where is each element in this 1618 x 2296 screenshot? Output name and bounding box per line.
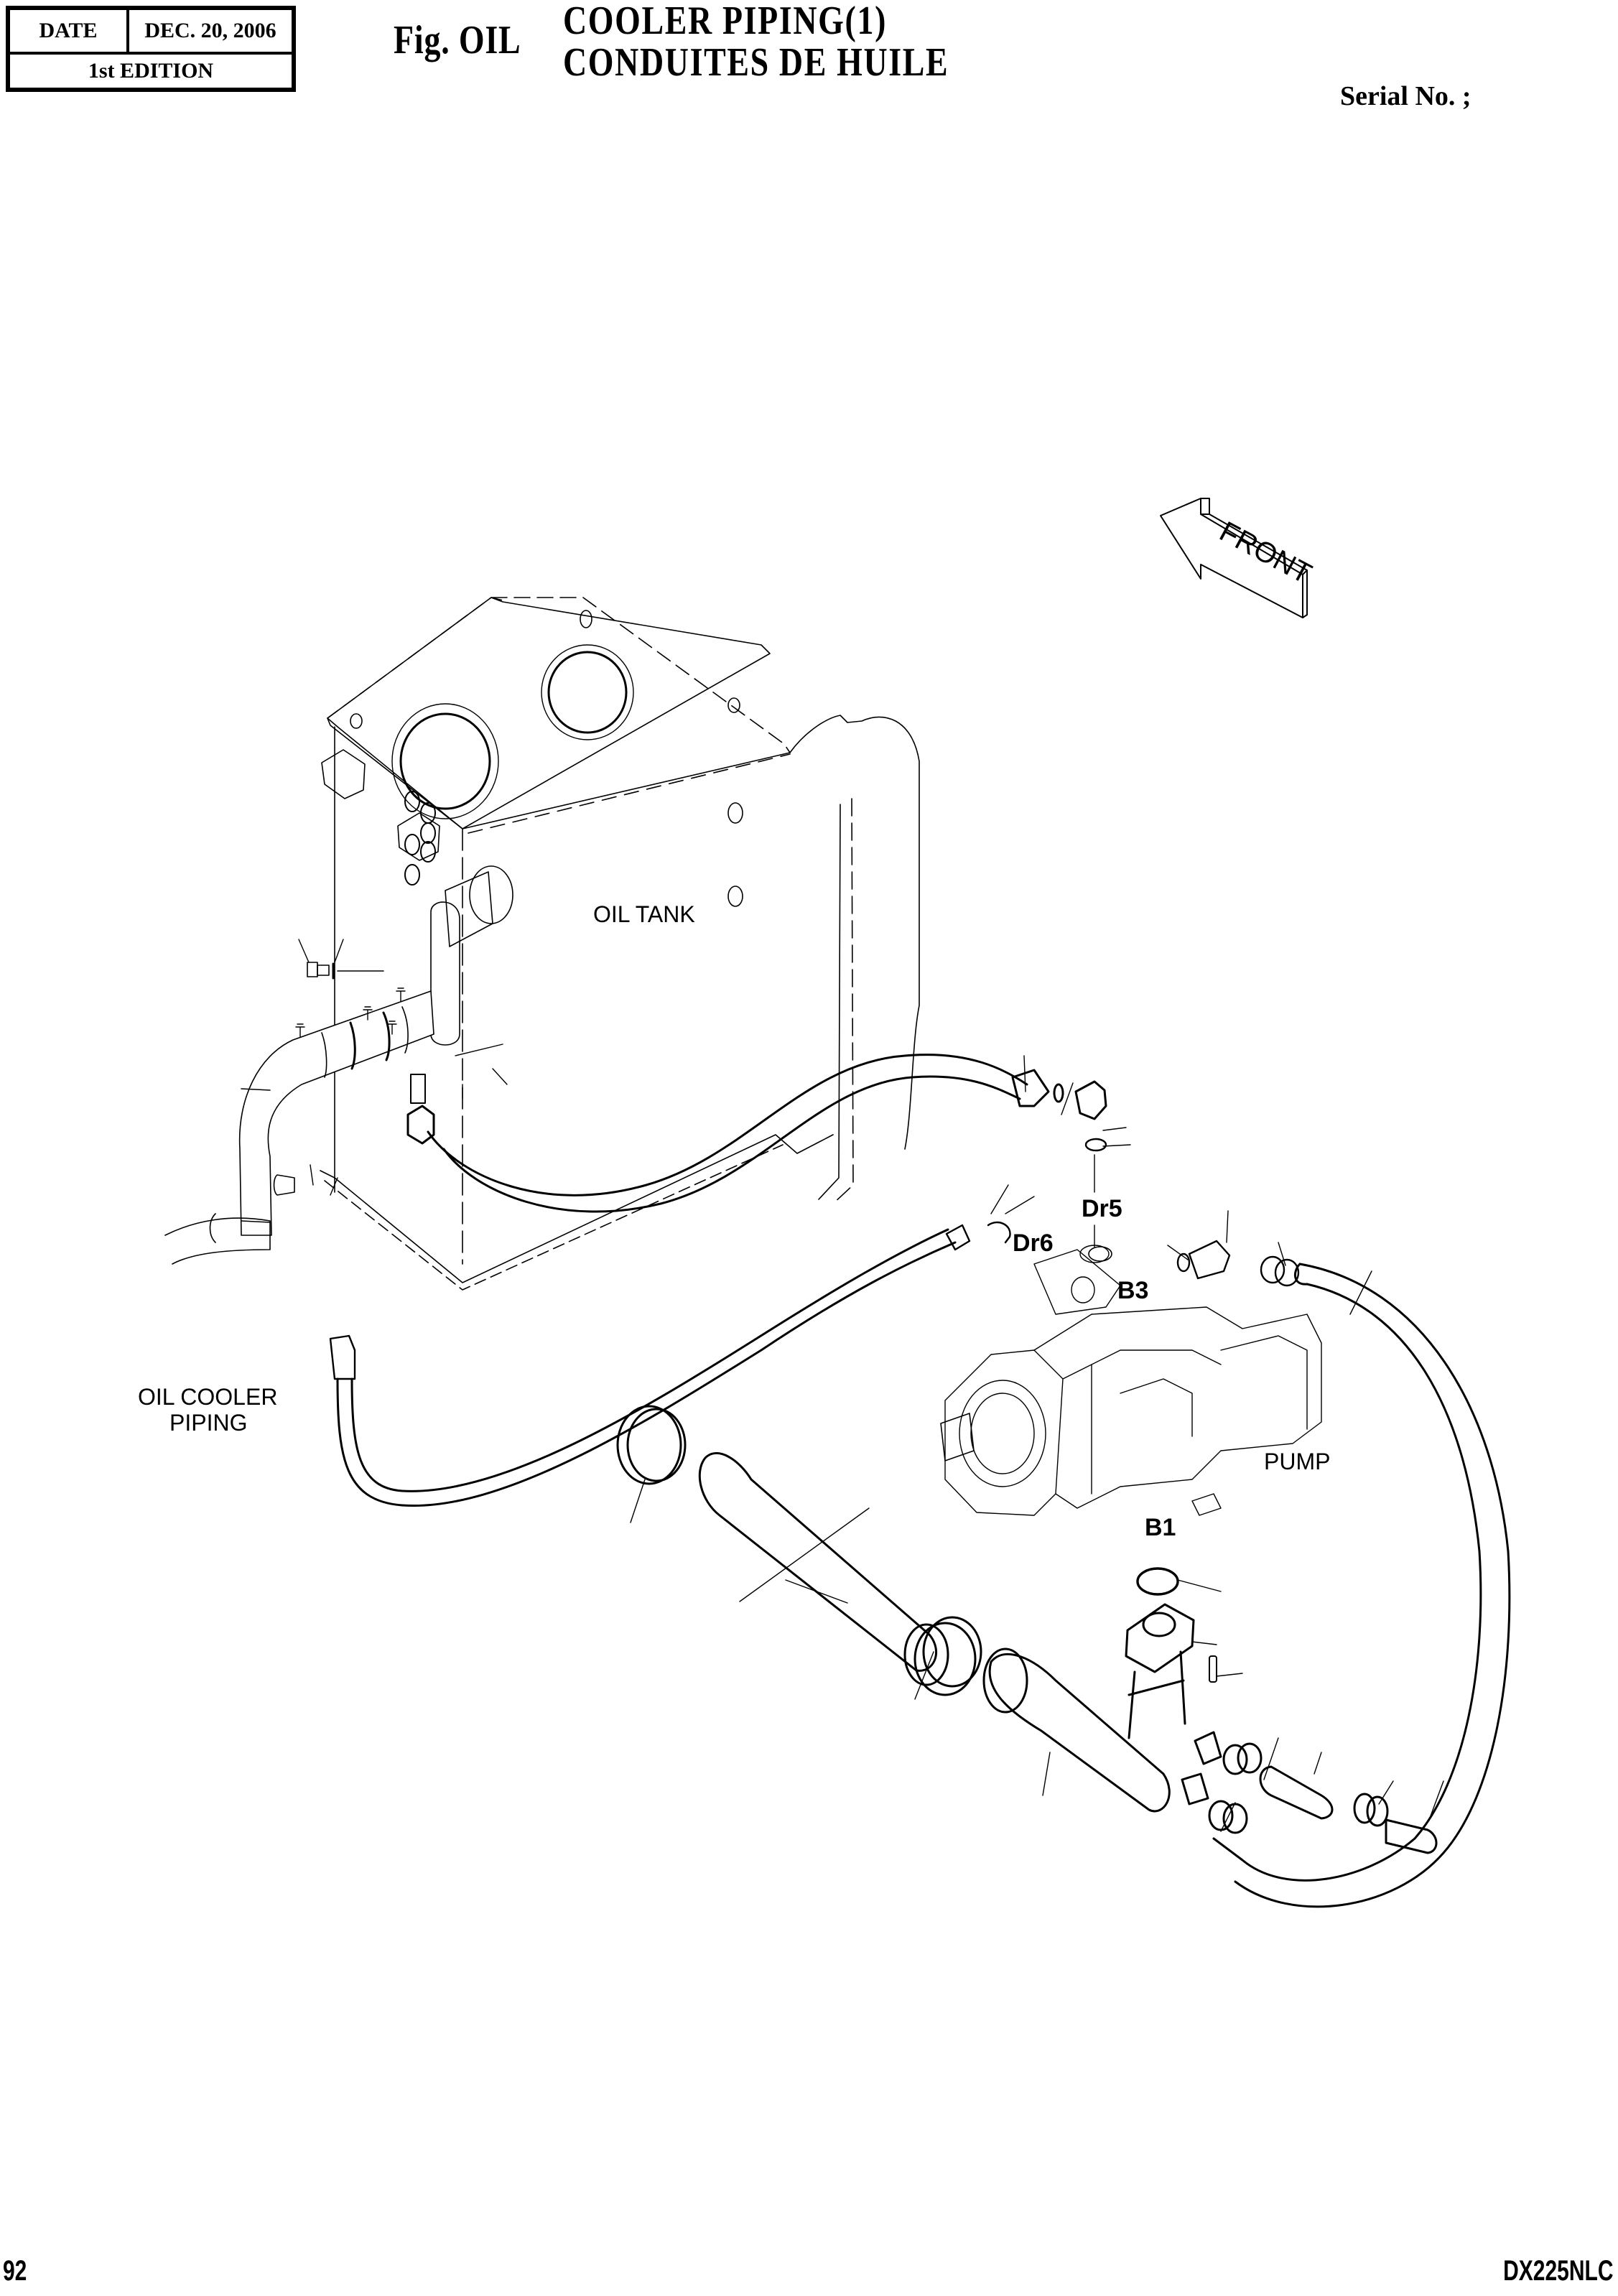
b1-flange: B1 [1125, 1514, 1217, 1739]
oil-cooler-piping-label-line-2: PIPING [169, 1410, 247, 1436]
date-label: DATE [10, 10, 129, 52]
drain-hose-dr5 [406, 1054, 1112, 1262]
oil-tank: OIL TANK [320, 597, 920, 1291]
drain-hose-dr6 [329, 1221, 1011, 1507]
edition-label: 1st EDITION [88, 59, 214, 83]
figure-prefix: Fig. OIL [394, 18, 521, 62]
leader-lines-right [630, 1055, 1444, 1832]
hydraulic-pump: PUMP Dr5 Dr6 B3 [940, 1195, 1330, 1516]
oil-tank-label: OIL TANK [593, 901, 695, 927]
port-dr5-label: Dr5 [1082, 1195, 1122, 1222]
port-b3-label: B3 [1117, 1277, 1148, 1304]
model-code: DX225NLC [1503, 2255, 1614, 2287]
return-hose [1212, 1263, 1511, 1908]
pump-label: PUMP [1264, 1449, 1330, 1474]
date-row: DATE DEC. 20, 2006 [10, 10, 292, 55]
suction-tube-and-clamps [616, 1405, 1171, 1813]
figure-title-line-2: CONDUITES DE HUILE [563, 40, 949, 85]
edition-date-box: DATE DEC. 20, 2006 1st EDITION [6, 6, 296, 92]
port-b1-label: B1 [1145, 1514, 1176, 1541]
figure-title: COOLER PIPING(1) CONDUITES DE HUILE [563, 0, 949, 83]
page-number: 92 [3, 2255, 27, 2287]
figure-title-line-1: COOLER PIPING(1) [563, 0, 887, 43]
front-direction-arrow: FRONT [1160, 498, 1316, 618]
serial-number-label: Serial No. ; [1340, 81, 1471, 111]
oil-cooler-piping-label-line-1: OIL COOLER [138, 1384, 277, 1410]
lower-hose-pieces [1181, 1731, 1438, 1854]
port-dr6-label: Dr6 [1013, 1230, 1054, 1257]
leader-lines-left [298, 939, 508, 1196]
cooler-inlet-pipe [164, 962, 434, 1265]
date-value: DEC. 20, 2006 [144, 19, 276, 42]
